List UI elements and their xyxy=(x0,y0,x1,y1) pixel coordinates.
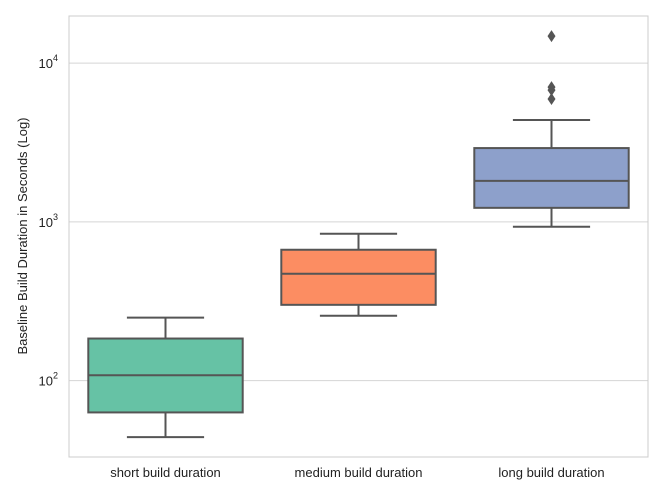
outlier-point xyxy=(547,30,556,43)
y-tick-label: 103 xyxy=(39,212,58,230)
box-0 xyxy=(87,316,244,439)
y-axis-label: Baseline Build Duration in Seconds (Log) xyxy=(15,117,30,354)
outlier-point xyxy=(547,81,556,94)
plot-frame xyxy=(68,15,649,458)
box-1 xyxy=(280,232,437,317)
box-iqr xyxy=(280,248,437,306)
y-tick-label: 104 xyxy=(39,53,58,71)
box-iqr xyxy=(473,147,630,209)
box-2 xyxy=(473,30,630,228)
x-tick-label: long build duration xyxy=(498,465,604,480)
x-tick-label: medium build duration xyxy=(295,465,423,480)
x-tick-label: short build duration xyxy=(110,465,221,480)
y-tick-label: 102 xyxy=(39,371,58,389)
outlier-point xyxy=(547,93,556,106)
